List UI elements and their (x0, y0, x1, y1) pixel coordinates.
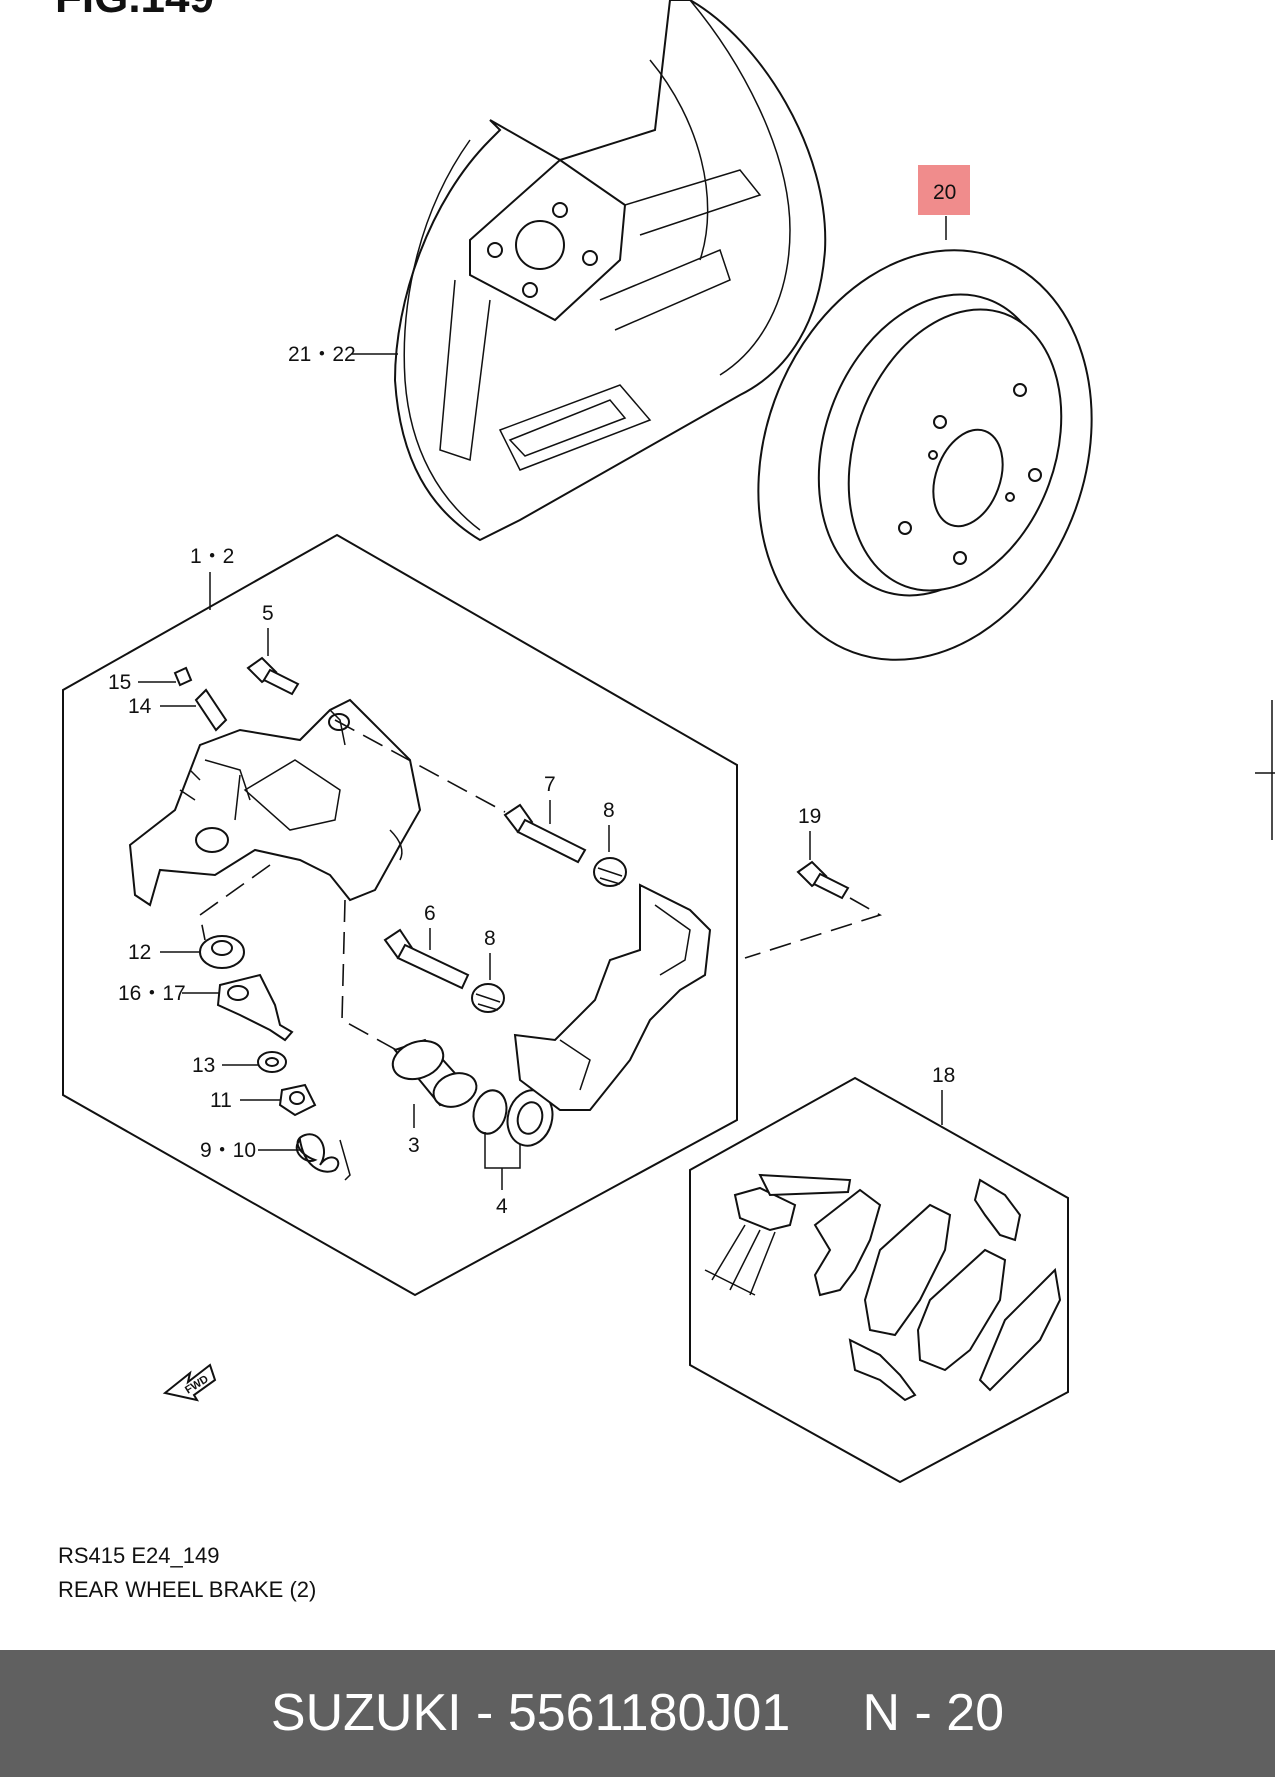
callout-5: 5 (262, 602, 274, 625)
callout-3: 3 (408, 1134, 420, 1157)
bolt-5-drawing (246, 656, 300, 696)
assembly-line-1 (334, 719, 506, 813)
figure-code: RS415 E24_149 (58, 1543, 220, 1568)
callout-16-17: 16・17 (118, 982, 186, 1005)
callout-8a: 8 (603, 799, 615, 822)
callout-19: 19 (798, 805, 821, 828)
callout-4: 4 (496, 1195, 508, 1218)
guide-pin-6-drawing (383, 928, 505, 1013)
assembly-line-2 (341, 899, 401, 1053)
callout-8b: 8 (484, 927, 496, 950)
part-number-label: SUZUKI - 5561180J01 N - 20 (270, 1684, 1005, 1742)
assembly-line-3 (199, 864, 271, 941)
callout-15: 15 (108, 671, 131, 694)
callout-6: 6 (424, 902, 436, 925)
callout-9-10: 9・10 (200, 1139, 256, 1162)
callout-12: 12 (128, 941, 151, 964)
caliper-body-drawing (128, 698, 422, 907)
footer-bar: SUZUKI - 5561180J01 N - 20 (0, 1650, 1275, 1777)
brake-disc-drawing (757, 249, 1093, 661)
callout-13: 13 (192, 1054, 215, 1077)
seal-and-boot-drawing (472, 1089, 554, 1147)
fwd-arrow: FWD (162, 1363, 217, 1402)
figure-name: REAR WHEEL BRAKE (2) (58, 1577, 317, 1602)
small-parts-drawing (199, 935, 351, 1181)
callout-14: 14 (128, 695, 152, 718)
callout-18: 18 (932, 1064, 955, 1087)
caliper-carrier-drawing (513, 883, 712, 1111)
piston-drawing (391, 1038, 478, 1108)
bleeder-screw-drawing (173, 666, 228, 732)
callout-20: 20 (933, 181, 956, 204)
caliper-assembly-box (62, 533, 738, 1297)
guide-pin-7-drawing (503, 803, 627, 887)
callout-21-22: 21・22 (288, 343, 356, 366)
callout-7: 7 (544, 773, 556, 796)
bolt-19-drawing (796, 860, 850, 900)
highlight-callout-20 (918, 165, 970, 215)
leader-4 (484, 1132, 521, 1190)
figure-title: FIG.149 (55, 0, 214, 22)
callout-1-2: 1・2 (190, 545, 234, 568)
assembly-line-4 (744, 897, 882, 959)
callout-11: 11 (210, 1089, 232, 1112)
dust-shield-drawing (393, 0, 827, 542)
brake-pad-kit-box (689, 1076, 1069, 1484)
brake-pads-drawing (704, 1173, 1062, 1402)
edge-fragment (1255, 700, 1275, 840)
parts-diagram: FIG.149 21・22 20 1・2 (55, 0, 1275, 1484)
